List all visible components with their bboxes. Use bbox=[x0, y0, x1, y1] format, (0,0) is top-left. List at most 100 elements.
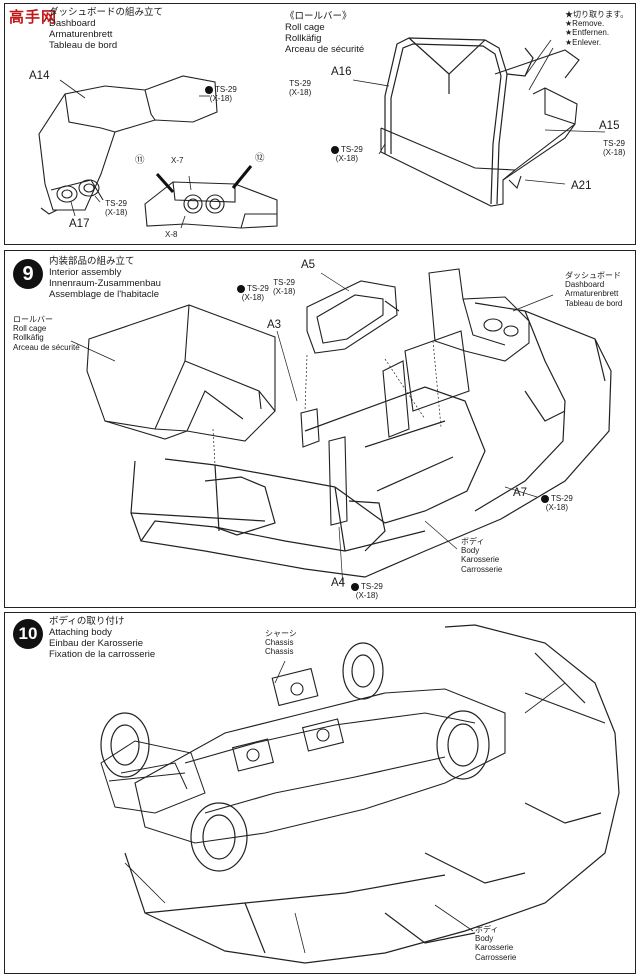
rollcage-subtitle-jp: 《ロールバー》 bbox=[285, 11, 352, 22]
part-label-a5: A5 bbox=[301, 259, 316, 271]
paint-callout-a14: TS-29 (X-18) bbox=[205, 85, 237, 104]
rollcage-subtitle-en: Roll cage bbox=[285, 21, 325, 33]
step-8-drawing bbox=[5, 4, 635, 244]
leader-lines bbox=[71, 273, 553, 587]
part-label-a14: A14 bbox=[29, 70, 50, 82]
paint-code: TS-29 bbox=[341, 145, 363, 155]
paint-dot-icon bbox=[205, 86, 213, 94]
body-label-fr: Carrosserie bbox=[475, 952, 517, 962]
paint-code-alt: (X-18) bbox=[105, 207, 128, 217]
step-8-panel: 高手网 ダッシュボードの組み立て Dashboard Armaturenbret… bbox=[4, 3, 636, 245]
wheel-rear-right bbox=[191, 803, 247, 871]
chassis-label: シャーシ Chassis Chassis bbox=[265, 629, 297, 657]
rollcage-label-fr: Arceau de sécurité bbox=[13, 342, 80, 352]
rollcage-subtitle-fr: Arceau de sécurité bbox=[285, 43, 365, 55]
paint-code-alt: (X-18) bbox=[603, 147, 626, 157]
interior-title-fr: Assemblage de l'habitacle bbox=[49, 288, 160, 300]
paint-callout-a4: TS-29 (X-18) bbox=[351, 582, 383, 601]
step-9-drawing bbox=[5, 251, 635, 607]
dashboard-underside-detail bbox=[145, 182, 277, 228]
paint-callout-a17: TS-29 (X-18) bbox=[105, 199, 128, 218]
watermark-logo: 高手网 bbox=[9, 9, 58, 26]
paint-code: TS-29 bbox=[603, 139, 626, 148]
paint-code-alt: (X-18) bbox=[273, 286, 296, 296]
car-body-shell bbox=[131, 303, 611, 577]
dashboard-label-fr: Tableau de bord bbox=[565, 298, 623, 308]
chassis-label-de: Chassis bbox=[265, 647, 294, 657]
paint-callout-a15: TS-29 (X-18) bbox=[603, 139, 626, 158]
dashboard-part-a14 bbox=[39, 76, 217, 214]
remove-note-jp: ★切り取ります。 bbox=[565, 10, 629, 19]
part-label-a21: A21 bbox=[571, 180, 592, 192]
paint-code: TS-29 bbox=[273, 278, 296, 287]
paint-code-alt: (X-18) bbox=[241, 292, 265, 302]
dashboard-title-fr: Tableau de bord bbox=[49, 39, 118, 51]
paint-code-alt: (X-18) bbox=[335, 153, 359, 163]
paint-code: TS-29 bbox=[551, 494, 573, 504]
step-10-panel: 10 ボディの取り付け Attaching body Einbau der Ka… bbox=[4, 612, 636, 974]
part-label-a3: A3 bbox=[267, 319, 282, 331]
step-10-drawing bbox=[5, 613, 635, 973]
dashboard-label-de: Armaturenbrett bbox=[565, 289, 619, 299]
remove-note: ★切り取ります。 ★Remove. ★Entfernen. ★Enlever. bbox=[565, 10, 628, 47]
paint-code: TS-29 bbox=[247, 284, 269, 294]
paint-callout-cage-left: TS-29 (X-18) bbox=[331, 145, 363, 164]
rollcage-subtitle: 《ロールバー》 Roll cage Rollkäfig Arceau de sé… bbox=[285, 11, 365, 56]
wheel-front-right bbox=[437, 711, 489, 779]
paint-callout-cage: TS-29 (X-18) bbox=[237, 284, 269, 303]
chassis-label-en: Chassis bbox=[265, 638, 294, 648]
paint-dot-icon bbox=[541, 495, 549, 503]
dash-part-a5 bbox=[307, 281, 399, 353]
paint-code: TS-29 bbox=[105, 199, 128, 208]
assembly-arrows bbox=[125, 661, 565, 953]
paint-dot-icon bbox=[351, 583, 359, 591]
marker-12: ⑫ bbox=[255, 153, 265, 164]
chassis-label-jp: シャーシ bbox=[265, 629, 297, 638]
part-label-a7: A7 bbox=[513, 487, 528, 499]
dashboard-title-en: Dashboard bbox=[49, 17, 96, 29]
paint-code: TS-29 bbox=[289, 79, 312, 88]
paint-callout-a16: TS-29 (X-18) bbox=[289, 79, 312, 98]
paint-dot-icon bbox=[331, 146, 339, 154]
remove-note-fr: ★Enlever. bbox=[565, 37, 602, 47]
wheel-rear-left bbox=[101, 713, 149, 777]
marker-x7: X-7 bbox=[171, 156, 184, 165]
paint-code: TS-29 bbox=[215, 85, 237, 95]
rollcage-assembly bbox=[87, 305, 275, 441]
body-label: ボディ Body Karosserie Carrosserie bbox=[461, 537, 502, 574]
interior-title: 内装部品の組み立て Interior assembly Innenraum-Zu… bbox=[49, 256, 161, 301]
paint-callout-a7: TS-29 (X-18) bbox=[541, 494, 573, 513]
dash-right-assembly bbox=[429, 269, 529, 361]
rollcage-part-a16 bbox=[385, 38, 533, 204]
paint-code-alt: (X-18) bbox=[289, 87, 312, 97]
attaching-title-jp: ボディの取り付け bbox=[49, 616, 125, 627]
body-label: ボディ Body Karosserie Carrosserie bbox=[475, 925, 516, 962]
remove-note-en: ★Remove. bbox=[565, 19, 605, 29]
part-label-a15: A15 bbox=[599, 120, 620, 132]
step-number-badge: 9 bbox=[13, 259, 43, 289]
body-label-fr: Carrosserie bbox=[461, 564, 503, 574]
remove-note-de: ★Entfernen. bbox=[565, 28, 610, 38]
paint-code-alt: (X-18) bbox=[545, 502, 569, 512]
chassis-frame bbox=[135, 669, 505, 843]
body-label-jp: ボディ bbox=[461, 537, 485, 546]
rollcage-label-en: Roll cage bbox=[13, 324, 47, 334]
body-label-en: Body bbox=[475, 934, 494, 944]
dashboard-label-jp: ダッシュボード bbox=[565, 271, 621, 280]
rollcage-base-part-a21 bbox=[381, 50, 579, 206]
paint-code-alt: (X-18) bbox=[209, 93, 233, 103]
seat-panels bbox=[301, 331, 469, 525]
interior-title-en: Interior assembly bbox=[49, 266, 122, 278]
step-number-badge: 10 bbox=[13, 619, 43, 649]
marker-x8: X-8 bbox=[165, 230, 178, 239]
rear-drivetrain bbox=[101, 741, 205, 813]
rollcage-label-jp: ロールバー bbox=[13, 315, 53, 324]
part-label-a16: A16 bbox=[331, 66, 352, 78]
body-label-de: Karosserie bbox=[475, 943, 514, 953]
body-label-en: Body bbox=[461, 546, 480, 556]
dashboard-label: ダッシュボード Dashboard Armaturenbrett Tableau… bbox=[565, 271, 622, 308]
dashboard-title-jp: ダッシュボードの組み立て bbox=[49, 7, 164, 18]
dashboard-title-de: Armaturenbrett bbox=[49, 28, 113, 40]
marker-11: ⑪ bbox=[135, 155, 145, 166]
